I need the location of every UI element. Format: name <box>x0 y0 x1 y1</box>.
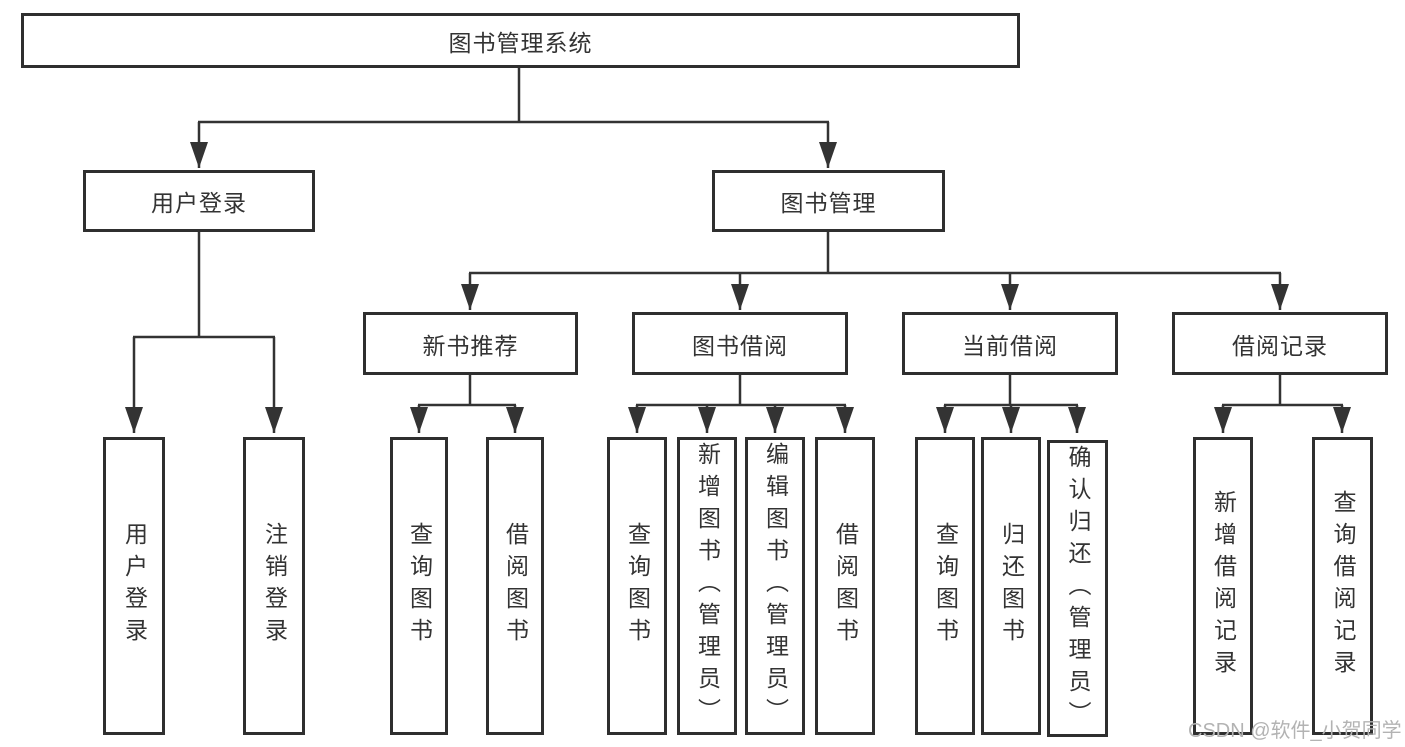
node-book-borrowing: 图书借阅 <box>632 312 848 375</box>
node-leaf-user-login: 用户登录 <box>103 437 165 735</box>
node-borrowing-records: 借阅记录 <box>1172 312 1388 375</box>
node-new-book-recommend: 新书推荐 <box>363 312 578 375</box>
csdn-watermark: CSDN @软件_小贺同学 <box>1188 720 1402 742</box>
node-leaf-edit-book-admin: 编辑图书（管理员） <box>745 437 805 735</box>
node-leaf-add-borrow-record: 新增借阅记录 <box>1193 437 1253 735</box>
node-leaf-query-borrow-record: 查询借阅记录 <box>1312 437 1373 735</box>
node-leaf-borrow-books-recommend: 借阅图书 <box>486 437 544 735</box>
node-leaf-return-books: 归还图书 <box>981 437 1041 735</box>
node-leaf-confirm-return-admin: 确认归还（管理员） <box>1047 440 1108 737</box>
node-book-management-group: 图书管理 <box>712 170 945 232</box>
node-user-login-group: 用户登录 <box>83 170 315 232</box>
node-library-system-root: 图书管理系统 <box>21 13 1020 68</box>
node-leaf-add-book-admin: 新增图书（管理员） <box>677 437 737 735</box>
node-leaf-borrow-books: 借阅图书 <box>815 437 875 735</box>
node-leaf-query-books-current: 查询图书 <box>915 437 975 735</box>
node-leaf-logout: 注销登录 <box>243 437 305 735</box>
node-leaf-query-books-recommend: 查询图书 <box>390 437 448 735</box>
node-current-borrowing: 当前借阅 <box>902 312 1118 375</box>
node-leaf-query-books-borrow: 查询图书 <box>607 437 667 735</box>
